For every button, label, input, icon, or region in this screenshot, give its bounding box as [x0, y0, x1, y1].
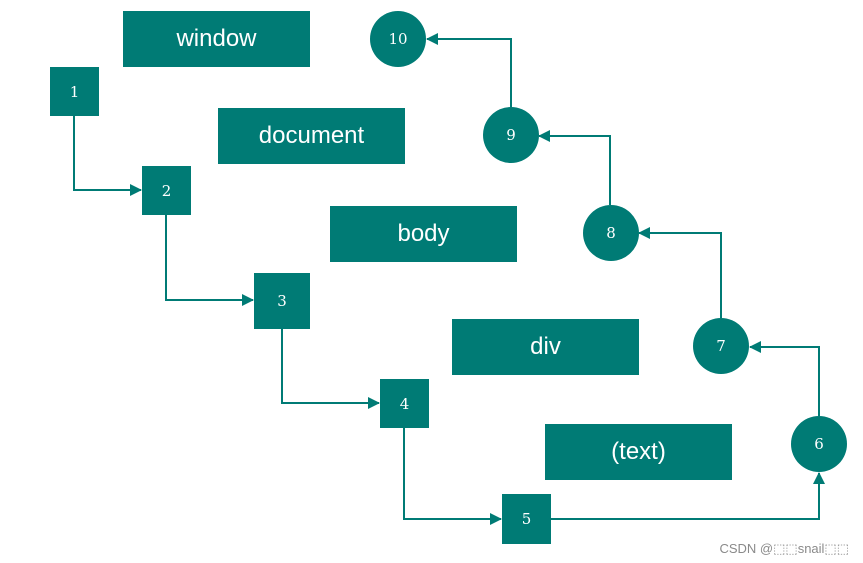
arrow-4-to-5 — [403, 427, 502, 525]
arrow-3-to-4 — [281, 328, 380, 409]
bubble-step-8: 8 — [583, 205, 639, 261]
capture-step-2: 2 — [142, 166, 191, 215]
capture-step-3: 3 — [254, 273, 310, 329]
layer-text: (text) — [545, 424, 732, 480]
arrow-8-to-9 — [538, 130, 611, 205]
bubble-step-9: 9 — [483, 107, 539, 163]
layer-div: div — [452, 319, 639, 375]
watermark: CSDN @⬚⬚snail⬚⬚ — [719, 541, 849, 556]
layer-window: window — [123, 11, 310, 67]
layer-document: document — [218, 108, 405, 164]
arrow-9-to-10 — [426, 33, 512, 107]
bubble-step-10: 10 — [370, 11, 426, 67]
bubble-step-7: 7 — [693, 318, 749, 374]
arrow-5-to-6 — [550, 472, 825, 520]
capture-step-4: 4 — [380, 379, 429, 428]
arrow-2-to-3 — [165, 214, 254, 306]
layer-body: body — [330, 206, 517, 262]
capture-step-5: 5 — [502, 494, 551, 544]
arrow-1-to-2 — [73, 115, 142, 196]
bubble-step-6: 6 — [791, 416, 847, 472]
arrow-7-to-8 — [638, 227, 722, 318]
arrow-6-to-7 — [749, 341, 820, 416]
capture-step-1: 1 — [50, 67, 99, 116]
